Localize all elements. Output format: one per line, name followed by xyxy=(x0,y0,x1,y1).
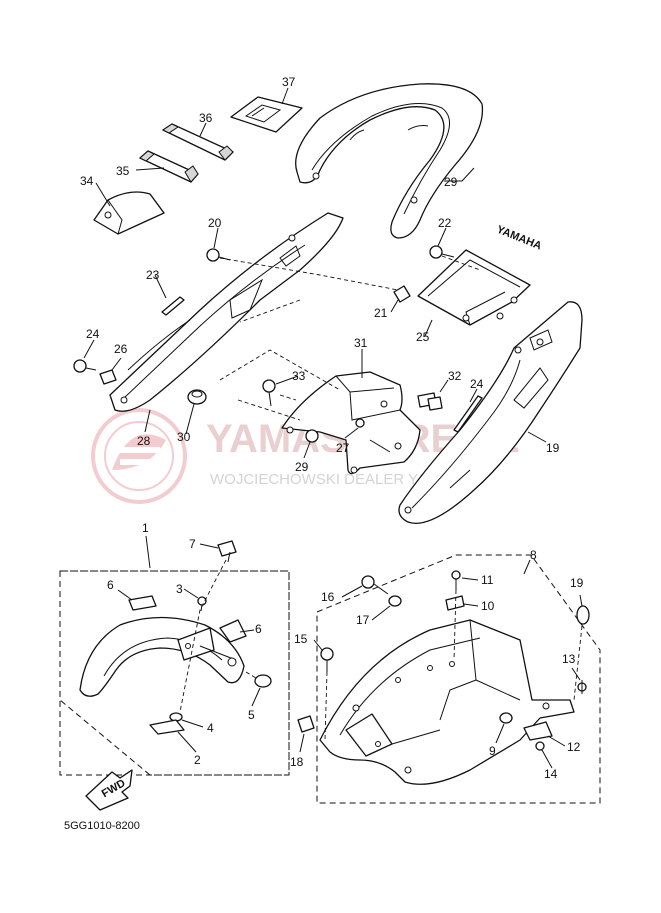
part-11-screw xyxy=(451,570,461,590)
part-24-strip-right xyxy=(453,395,483,433)
callout-39: 37 xyxy=(282,75,296,89)
decal-text: YAMAHA xyxy=(495,224,543,253)
callout-35: 33 xyxy=(292,369,306,383)
callout-25: 28 xyxy=(137,434,151,448)
callout-30: 30 xyxy=(177,430,191,444)
part-13-bolt xyxy=(577,680,587,694)
callout-38: 36 xyxy=(199,111,213,125)
part-1-front-fender xyxy=(79,616,245,697)
callout-12: 12 xyxy=(567,740,581,754)
part-31-grab-rail xyxy=(295,83,484,239)
watermark-logo xyxy=(91,408,187,504)
part-28-nut xyxy=(99,369,117,385)
callout-5: 5 xyxy=(248,708,255,722)
group-1-outline xyxy=(59,570,290,776)
part-39-decal xyxy=(230,96,303,133)
part-14-screw xyxy=(535,741,545,751)
part-36-pouch xyxy=(93,191,165,235)
part-35-bolt xyxy=(262,379,276,407)
part-26-screw xyxy=(73,359,97,373)
part-29-screw xyxy=(355,418,365,428)
callout-33: 31 xyxy=(354,336,368,350)
callout-11: 11 xyxy=(481,573,494,587)
callout-7: 7 xyxy=(189,537,196,551)
part-38-strap xyxy=(162,123,234,161)
callout-4: 4 xyxy=(207,721,214,735)
part-2-bracket xyxy=(149,719,185,735)
callout-36: 34 xyxy=(80,174,94,188)
part-17-grommet xyxy=(388,595,402,607)
callout-34: 32 xyxy=(448,369,462,383)
part-22-clip xyxy=(393,285,411,303)
callout-31: 29 xyxy=(444,175,458,189)
callout-8: 8 xyxy=(530,548,537,562)
part-7-bolt xyxy=(217,540,237,563)
callout-13: 13 xyxy=(562,652,576,666)
callout-18: 18 xyxy=(290,755,304,769)
part-9-collar xyxy=(499,712,513,724)
callout-29: 27 xyxy=(336,441,350,455)
part-23-bolt xyxy=(429,245,455,259)
group-1-connector-lines xyxy=(179,559,257,713)
callout-1: 1 xyxy=(142,521,149,535)
callout-9: 9 xyxy=(489,744,496,758)
part-6-decal-right xyxy=(219,619,247,643)
part-27-tail-box: YAMAHA xyxy=(417,224,543,326)
callout-21: 20 xyxy=(208,216,222,230)
upper-connector-lines xyxy=(219,255,481,421)
part-10-nut xyxy=(445,595,465,611)
part-33-bracket xyxy=(281,371,421,475)
part-30-damper xyxy=(187,389,207,405)
callout-37: 35 xyxy=(116,164,130,178)
part-8-rear-fender xyxy=(319,619,575,785)
group-8-outline xyxy=(316,554,601,804)
part-24-strip-left xyxy=(127,296,191,371)
part-20-side-cover-right xyxy=(398,301,583,524)
callout-19: 19 xyxy=(570,576,584,590)
callout-22: 21 xyxy=(374,306,388,320)
diagram-code: 5GG1010-8200 xyxy=(64,820,140,832)
part-5-cap xyxy=(254,674,272,688)
callout-24-left: 23 xyxy=(146,268,160,282)
part-19-reflector xyxy=(576,605,590,625)
part-12-bracket xyxy=(523,721,553,741)
part-34-strips xyxy=(417,392,443,411)
callout-17: 17 xyxy=(356,613,370,627)
part-25-side-cover-left xyxy=(109,212,344,412)
callout-2: 2 xyxy=(194,753,201,767)
part-18-nut xyxy=(297,715,315,733)
callout-24-right: 24 xyxy=(470,377,484,391)
watermark-dealer: WOJCIECHOWSKI DEALER YAMAHA xyxy=(210,471,470,488)
part-6-decal-left xyxy=(128,595,157,611)
callout-16: 16 xyxy=(321,590,335,604)
part-15-bolt xyxy=(320,647,334,672)
fwd-arrow-icon: FWD xyxy=(85,769,133,811)
callout-6-right: 6 xyxy=(255,622,262,636)
part-16-bolt xyxy=(361,575,389,595)
callout-27: 25 xyxy=(416,330,430,344)
callout-26: 24 xyxy=(86,327,100,341)
callout-32: 29 xyxy=(295,460,309,474)
callout-3: 3 xyxy=(176,582,183,596)
callout-10: 10 xyxy=(481,599,495,613)
group-8-connector-lines xyxy=(324,589,583,741)
callout-6-left: 6 xyxy=(107,578,114,592)
callout-15: 15 xyxy=(294,632,308,646)
part-3-bolt xyxy=(197,596,207,612)
part-21-screw xyxy=(206,248,231,262)
callout-14: 14 xyxy=(544,767,558,781)
callout-20: 19 xyxy=(546,441,560,455)
callout-28: 26 xyxy=(114,342,128,356)
callout-labels: 37 36 35 34 29 20 22 23 24 26 21 25 31 3… xyxy=(80,75,584,781)
leader-lines xyxy=(83,87,583,769)
part-32-bolt xyxy=(305,429,319,443)
callout-23: 22 xyxy=(438,216,452,230)
part-37-strap xyxy=(139,150,199,183)
